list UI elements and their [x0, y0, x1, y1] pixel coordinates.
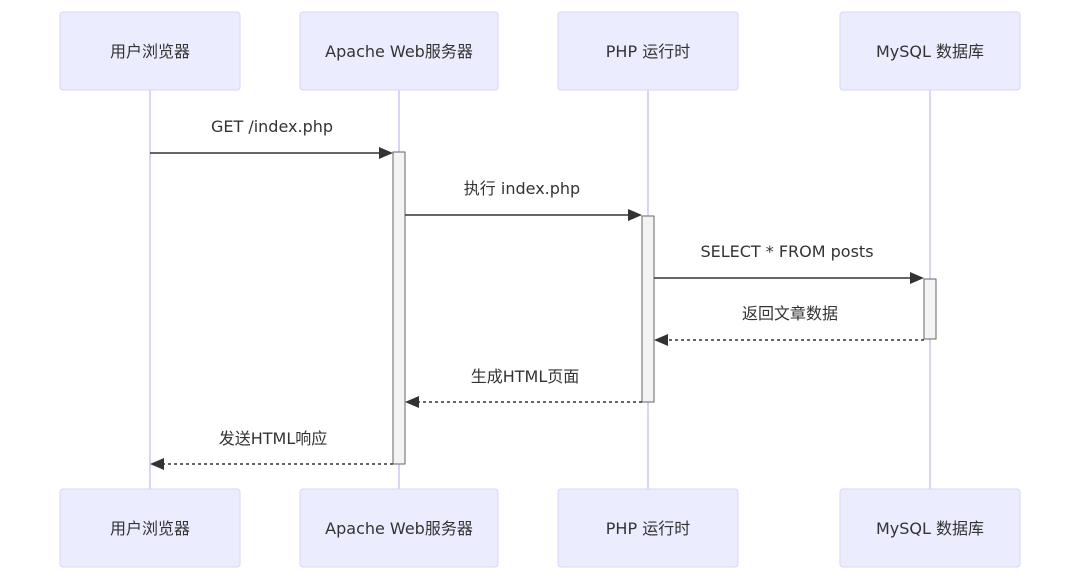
actor-php-top: PHP 运行时 [557, 11, 739, 91]
arrow-head-right-icon [628, 209, 642, 221]
actor-php-bottom: PHP 运行时 [557, 488, 739, 568]
message-send-html-label: 发送HTML响应 [219, 429, 328, 448]
actor-php-bottom-label: PHP 运行时 [606, 519, 690, 538]
activation-php [641, 215, 655, 403]
message-generate-html-label: 生成HTML页面 [471, 367, 580, 386]
actor-browser-top: 用户浏览器 [59, 11, 241, 91]
message-select-posts: SELECT * FROM posts [654, 242, 924, 284]
arrow-head-left-icon [654, 334, 668, 346]
actor-browser-bottom-label: 用户浏览器 [110, 519, 190, 538]
actor-php-top-label: PHP 运行时 [606, 42, 690, 61]
actor-apache-bottom-label: Apache Web服务器 [325, 519, 473, 538]
message-exec-index-label: 执行 index.php [464, 179, 580, 198]
actor-mysql-top-label: MySQL 数据库 [876, 42, 984, 61]
message-return-posts-label: 返回文章数据 [742, 304, 838, 323]
actor-mysql-bottom: MySQL 数据库 [839, 488, 1021, 568]
actor-apache-bottom: Apache Web服务器 [299, 488, 499, 568]
actor-mysql-top: MySQL 数据库 [839, 11, 1021, 91]
arrow-head-right-icon [910, 272, 924, 284]
arrow-head-left-icon [150, 458, 164, 470]
actor-apache-top-label: Apache Web服务器 [325, 42, 473, 61]
message-send-html: 发送HTML响应 [150, 429, 393, 470]
arrow-head-right-icon [379, 147, 393, 159]
message-select-posts-label: SELECT * FROM posts [700, 242, 873, 261]
message-generate-html: 生成HTML页面 [405, 367, 642, 408]
activation-apache [392, 151, 406, 465]
actor-mysql-bottom-label: MySQL 数据库 [876, 519, 984, 538]
message-exec-index: 执行 index.php [405, 179, 642, 221]
message-get-index: GET /index.php [150, 117, 393, 159]
message-get-index-label: GET /index.php [211, 117, 333, 136]
message-return-posts: 返回文章数据 [654, 304, 924, 346]
actor-browser-bottom: 用户浏览器 [59, 488, 241, 568]
actor-browser-top-label: 用户浏览器 [110, 42, 190, 61]
activation-mysql [923, 278, 937, 340]
arrow-head-left-icon [405, 396, 419, 408]
actor-apache-top: Apache Web服务器 [299, 11, 499, 91]
